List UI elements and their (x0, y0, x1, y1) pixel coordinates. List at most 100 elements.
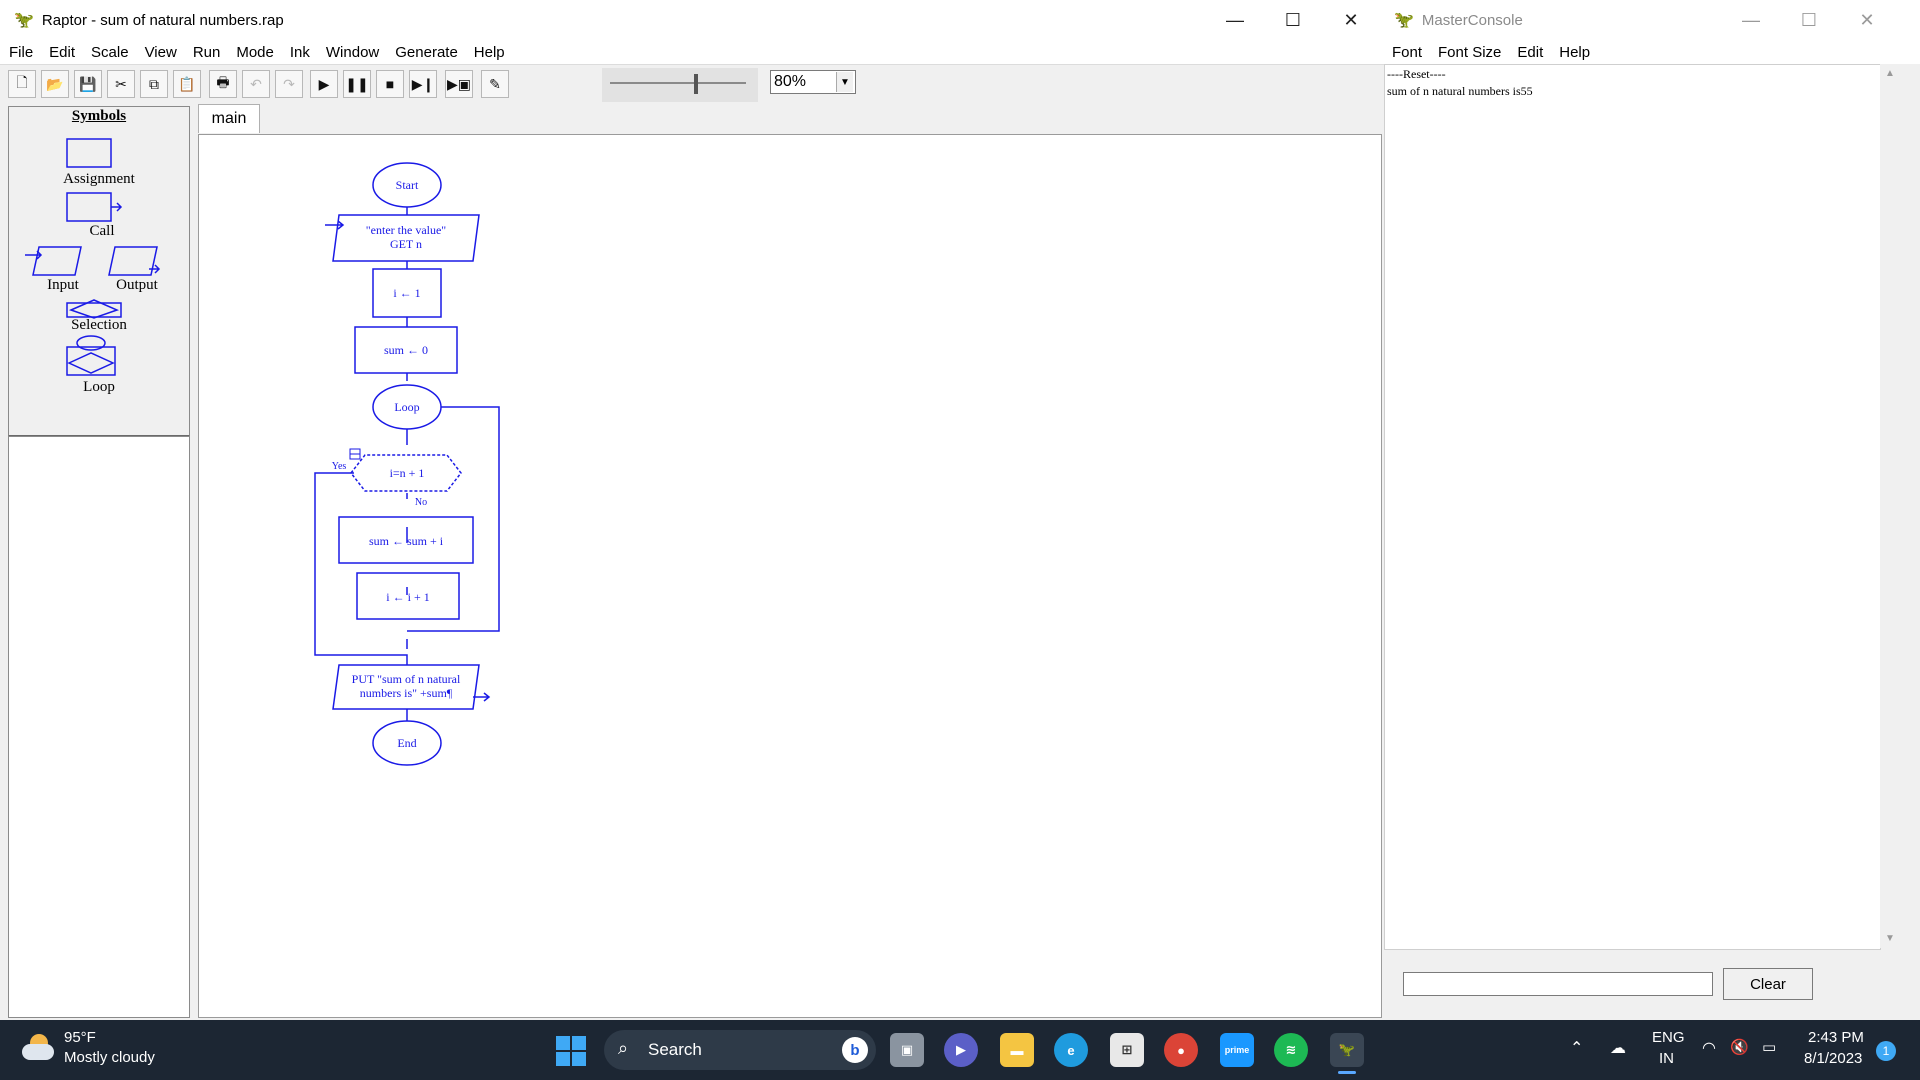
windows-start-icon[interactable] (556, 1036, 586, 1066)
scroll-up-icon[interactable]: ▲ (1885, 68, 1895, 79)
redo-icon[interactable]: ↷ (275, 70, 303, 98)
menu-scale[interactable]: Scale (91, 43, 129, 61)
tab-main[interactable]: main (198, 104, 260, 133)
zoom-value: 80% (774, 73, 807, 90)
pen-icon[interactable]: ✎ (481, 70, 509, 98)
loop-label: Loop (394, 400, 419, 414)
scroll-down-icon[interactable]: ▼ (1885, 933, 1895, 944)
raptor-taskbar-icon[interactable]: 🦖 (1330, 1033, 1364, 1067)
menu-file[interactable]: File (9, 43, 34, 61)
loop-symbol-icon (66, 346, 116, 376)
console-menu-help[interactable]: Help (1559, 43, 1591, 61)
copy-icon[interactable]: ⧉ (140, 70, 168, 98)
paste-icon[interactable]: 📋 (173, 70, 201, 98)
weather-icon[interactable] (20, 1032, 56, 1064)
cut-icon[interactable]: ✂ (107, 70, 135, 98)
volume-muted-icon[interactable]: 🔇 (1730, 1039, 1749, 1056)
maximize-button[interactable]: ☐ (1284, 9, 1302, 30)
menu-view[interactable]: View (144, 43, 177, 61)
undo-icon[interactable]: ↶ (242, 70, 270, 98)
step-icon[interactable]: ▶❙ (409, 70, 437, 98)
open-folder-icon[interactable]: 📂 (41, 70, 69, 98)
selection-diamond-icon (68, 299, 120, 319)
menu-edit[interactable]: Edit (49, 43, 76, 61)
console-scrollbar[interactable]: ▲ ▼ (1880, 64, 1900, 948)
menu-mode[interactable]: Mode (236, 43, 274, 61)
output-arrow-icon (473, 692, 491, 702)
input-label-1: "enter the value" (366, 223, 447, 237)
language-primary[interactable]: ENG (1652, 1029, 1685, 1046)
console-maximize-button[interactable]: ☐ (1800, 9, 1818, 30)
raptor-menubar: File Edit Scale View Run Mode Ink Window… (0, 40, 1384, 65)
raptor-app-icon: 🦖 (14, 12, 34, 29)
console-window-title: MasterConsole (1421, 11, 1523, 29)
symbol-output[interactable]: Output (116, 277, 158, 293)
symbol-assignment[interactable]: Assignment (63, 171, 135, 187)
symbol-loop[interactable]: Loop (83, 379, 115, 395)
symbols-panel: Symbols Assignment Call Input Output Sel… (8, 106, 190, 437)
symbol-call[interactable]: Call (89, 223, 115, 239)
menu-generate[interactable]: Generate (395, 43, 458, 61)
print-icon[interactable]: 🖶 (209, 70, 237, 98)
minimize-button[interactable]: — (1226, 9, 1244, 30)
end-label: End (397, 736, 416, 750)
console-minimize-button[interactable]: — (1742, 9, 1760, 30)
menu-run[interactable]: Run (192, 43, 221, 61)
symbols-lower-pane (8, 436, 190, 1018)
clock-time[interactable]: 2:43 PM (1808, 1029, 1864, 1046)
teams-chat-icon[interactable]: ▶ (944, 1033, 978, 1067)
bing-icon[interactable]: b (842, 1037, 868, 1063)
prime-video-icon[interactable]: prime (1220, 1033, 1254, 1067)
input-symbol (332, 214, 480, 262)
run-icon[interactable]: ▶ (310, 70, 338, 98)
save-icon[interactable]: 💾 (74, 70, 102, 98)
step-into-icon[interactable]: ▶▣ (445, 70, 473, 98)
loop-oval-icon (76, 335, 106, 351)
chevron-down-icon[interactable]: ▼ (836, 72, 853, 92)
console-menu-font-size[interactable]: Font Size (1438, 43, 1502, 61)
taskbar-search[interactable]: ⌕ Search b (604, 1030, 876, 1070)
connector (407, 406, 500, 632)
spotify-icon[interactable]: ≋ (1274, 1033, 1308, 1067)
weather-desc[interactable]: Mostly cloudy (64, 1049, 155, 1066)
new-file-icon[interactable]: 🗋 (8, 70, 36, 98)
console-line: sum of n natural numbers is55 (1387, 84, 1533, 98)
symbol-selection[interactable]: Selection (71, 317, 127, 333)
slider-thumb[interactable] (694, 74, 698, 94)
language-secondary[interactable]: IN (1659, 1050, 1674, 1067)
wifi-icon[interactable]: ◠ (1702, 1040, 1716, 1057)
stop-icon[interactable]: ■ (376, 70, 404, 98)
condition-label: i=n + 1 (390, 466, 425, 480)
console-menu-font[interactable]: Font (1392, 43, 1423, 61)
menu-ink[interactable]: Ink (289, 43, 310, 61)
pause-icon[interactable]: ❚❚ (343, 70, 371, 98)
clear-button[interactable]: Clear (1723, 968, 1813, 1000)
menu-help[interactable]: Help (473, 43, 505, 61)
console-output[interactable]: ----Reset---- sum of n natural numbers i… (1384, 64, 1881, 950)
battery-icon[interactable]: ▭ (1762, 1039, 1777, 1056)
chrome-icon[interactable]: ● (1164, 1033, 1198, 1067)
task-view-icon[interactable]: ▣ (890, 1033, 924, 1067)
microsoft-store-icon[interactable]: ⊞ (1110, 1033, 1144, 1067)
search-label: Search (648, 1040, 702, 1059)
flowchart-canvas[interactable]: Start "enter the value" GET n i ← 1 sum … (198, 134, 1382, 1018)
speed-slider[interactable] (602, 68, 758, 102)
chevron-up-icon[interactable]: ⌃ (1570, 1040, 1584, 1057)
file-explorer-icon[interactable]: ▬ (1000, 1033, 1034, 1067)
notification-badge[interactable]: 1 (1876, 1041, 1896, 1061)
raptor-window-title: Raptor - sum of natural numbers.rap (41, 11, 284, 29)
edge-browser-icon[interactable]: e (1054, 1033, 1088, 1067)
input-arrow-icon (325, 220, 345, 230)
console-input[interactable] (1403, 972, 1713, 996)
clock-date[interactable]: 8/1/2023 (1804, 1050, 1863, 1067)
console-menu-edit[interactable]: Edit (1517, 43, 1544, 61)
onedrive-icon[interactable]: ☁ (1610, 1040, 1626, 1057)
close-button[interactable]: ✕ (1343, 9, 1359, 30)
zoom-select[interactable]: 80% ▼ (770, 70, 856, 94)
assign-i-symbol (372, 268, 442, 318)
menu-window[interactable]: Window (325, 43, 380, 61)
console-close-button[interactable]: ✕ (1859, 9, 1875, 30)
weather-temp[interactable]: 95°F (64, 1029, 96, 1046)
symbol-input[interactable]: Input (47, 277, 79, 293)
input-arrow-icon (25, 250, 43, 260)
